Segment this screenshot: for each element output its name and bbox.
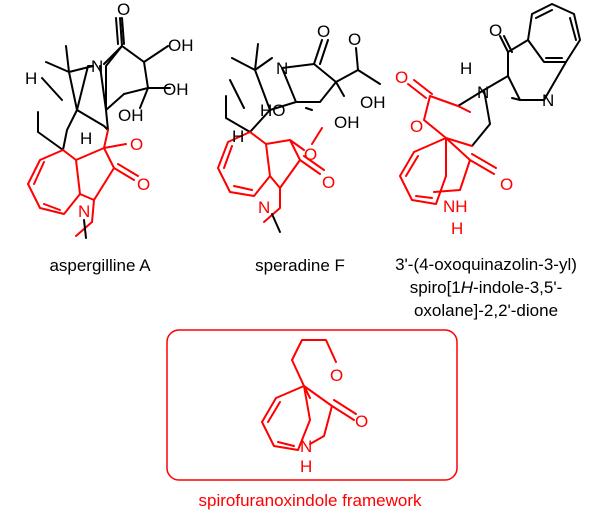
speradine-black-bonds — [225, 39, 381, 133]
atom-oh: OH — [360, 93, 386, 112]
atom-h: H — [80, 129, 92, 148]
caption-aspergilline-a: aspergilline A — [49, 256, 151, 275]
caption-line-3: oxolane]-2,2'-dione — [414, 301, 558, 320]
structure-aspergilline-a: N O OH OH OH H H O O N aspergilline A — [25, 0, 194, 275]
structure-speradine-f: N O O HO OH OH H O O N speradine F — [217, 22, 386, 275]
atom-o-carbonyl: O — [117, 0, 130, 19]
framework-box — [166, 329, 458, 481]
atom-o-ring: O — [304, 145, 317, 164]
structure-quinazolinone-spirooxindole: O N N H O O O NH H 3'-(4-oxoquinazolin-3… — [395, 3, 581, 320]
atom-o-lactone: O — [410, 117, 423, 136]
atom-oh: OH — [334, 113, 360, 132]
caption-line-2: spiro[1H-indole-3,5'- — [410, 278, 563, 297]
atom-n: N — [258, 198, 270, 217]
atom-o-lactam: O — [137, 175, 150, 194]
atom-ho: HO — [260, 101, 286, 120]
aspergilline-black-bonds — [37, 17, 171, 151]
atom-o-lactam: O — [322, 173, 335, 192]
atom-o-carbonyl: O — [355, 412, 368, 431]
atom-o-carbonyl: O — [395, 68, 408, 87]
lactone-black-bonds — [457, 89, 491, 147]
aspergilline-carbonyl-double — [115, 17, 125, 45]
framework-panel: O O N H spirofuranoxindole framework — [166, 329, 458, 510]
n-methyl-bond — [271, 213, 281, 233]
atom-o-carbonyl: O — [317, 22, 330, 41]
caption-line-1: 3'-(4-oxoquinazolin-3-yl) — [395, 255, 577, 274]
atom-n: N — [477, 83, 489, 102]
caption-speradine-f: speradine F — [255, 256, 345, 275]
atom-n: N — [91, 57, 103, 76]
atom-o-acetyl: O — [348, 30, 361, 49]
atom-oh: OH — [118, 106, 144, 125]
spirooxindole-red-bonds — [399, 79, 497, 205]
framework-bonds — [261, 339, 357, 451]
atom-o: O — [489, 21, 502, 40]
atom-h: H — [460, 59, 472, 78]
atom-oh: OH — [168, 36, 194, 55]
atom-n: N — [300, 437, 312, 456]
n-methyl-bond — [83, 219, 87, 239]
atom-h: H — [451, 219, 463, 238]
quinazolinone-bonds — [483, 3, 581, 101]
atom-n: N — [276, 59, 288, 78]
atom-h: H — [300, 457, 312, 476]
atom-n: N — [78, 202, 90, 221]
atom-o-ring: O — [130, 135, 143, 154]
atom-o-ring: O — [330, 366, 343, 385]
caption-framework: spirofuranoxindole framework — [199, 491, 422, 510]
atom-h: H — [232, 127, 244, 146]
atom-h: H — [25, 69, 37, 88]
aspergilline-five-ring — [105, 45, 123, 111]
atom-o-oxindole: O — [500, 175, 513, 194]
atom-n: N — [542, 91, 554, 110]
atom-oh: OH — [163, 80, 189, 99]
atom-nh: NH — [443, 197, 468, 216]
